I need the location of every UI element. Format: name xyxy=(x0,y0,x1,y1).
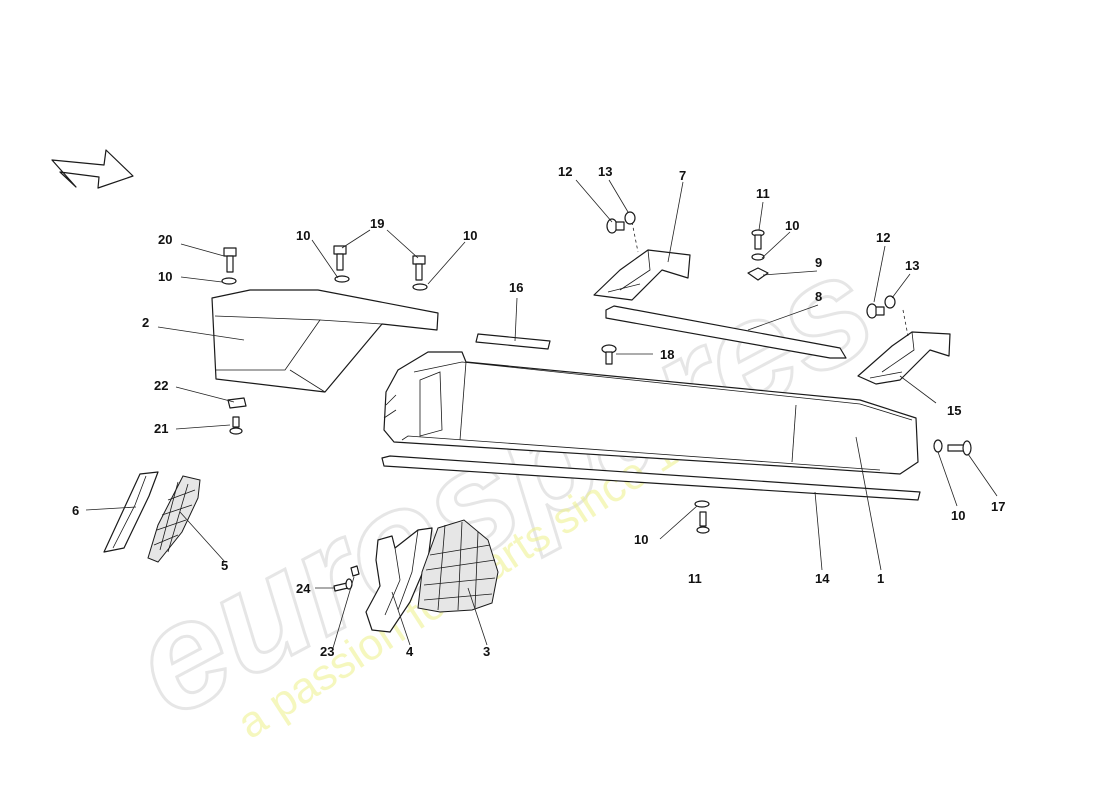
part-15-bracket xyxy=(857,331,951,385)
callout-10: 10 xyxy=(785,218,799,233)
callout-14: 14 xyxy=(815,571,830,586)
part-10-washer-upper xyxy=(751,253,765,261)
callout-3: 3 xyxy=(483,644,490,659)
part-20-bolt xyxy=(221,247,237,285)
callout-23: 23 xyxy=(320,644,334,659)
part-22-clip xyxy=(227,397,247,409)
callout-12: 12 xyxy=(558,164,572,179)
callout-13: 13 xyxy=(905,258,919,273)
callout-8: 8 xyxy=(815,289,822,304)
callout-20: 20 xyxy=(158,232,172,247)
callout-10: 10 xyxy=(951,508,965,523)
leader-lines xyxy=(85,179,998,649)
part-5-mesh-grille xyxy=(147,475,201,563)
callout-22: 22 xyxy=(154,378,168,393)
part-10-washer-lower xyxy=(694,500,710,508)
callout-9: 9 xyxy=(815,255,822,270)
part-11-bolt-upper xyxy=(751,229,765,250)
callout-16: 16 xyxy=(509,280,523,295)
callout-10: 10 xyxy=(296,228,310,243)
callout-1: 1 xyxy=(877,571,884,586)
part-3-mesh xyxy=(417,519,499,613)
callout-15: 15 xyxy=(947,403,961,418)
part-9-nut xyxy=(747,267,769,281)
part-12-bolt xyxy=(606,218,625,234)
callout-24: 24 xyxy=(296,581,311,596)
callout-17: 17 xyxy=(991,499,1005,514)
part-8-long-strip xyxy=(605,305,847,359)
part-1-sill-panel xyxy=(383,351,919,475)
callout-6: 6 xyxy=(72,503,79,518)
part-23-clip xyxy=(350,565,360,577)
callout-10: 10 xyxy=(158,269,172,284)
part-10-washer-right xyxy=(933,439,943,453)
callout-10: 10 xyxy=(463,228,477,243)
part-14-lower-strip xyxy=(381,455,921,501)
callout-21: 21 xyxy=(154,421,168,436)
part-4-intake-housing xyxy=(365,527,433,633)
callout-7: 7 xyxy=(679,168,686,183)
part-16-strip xyxy=(475,333,551,350)
part-11-bolt-lower xyxy=(696,511,710,534)
part-17-bolt xyxy=(947,440,972,456)
callout-4: 4 xyxy=(406,644,414,659)
part-12-bolt-right xyxy=(866,303,885,319)
callout-labels: 2 20 10 10 19 10 22 21 6 5 24 23 4 3 16 … xyxy=(72,164,1005,659)
part-24-screw xyxy=(333,578,353,592)
part-13-washer-right xyxy=(884,295,896,309)
part-21-screw xyxy=(229,416,243,435)
callout-12: 12 xyxy=(876,230,890,245)
callout-10: 10 xyxy=(634,532,648,547)
callout-2: 2 xyxy=(142,315,149,330)
part-15-guide-line xyxy=(902,309,909,337)
part-18-screw xyxy=(601,344,617,365)
direction-arrow-icon xyxy=(51,149,134,189)
part-7-bracket xyxy=(593,249,691,301)
callout-18: 18 xyxy=(660,347,674,362)
callout-5: 5 xyxy=(221,558,228,573)
part-19-bolts xyxy=(333,245,428,291)
part-7-guide-line xyxy=(631,221,639,253)
callout-13: 13 xyxy=(598,164,612,179)
callout-11: 11 xyxy=(756,186,770,201)
callout-19: 19 xyxy=(370,216,384,231)
part-13-washer xyxy=(624,211,636,225)
part-2-side-panel xyxy=(211,289,439,393)
callout-11: 11 xyxy=(688,571,702,586)
part-6-trim xyxy=(103,471,159,553)
